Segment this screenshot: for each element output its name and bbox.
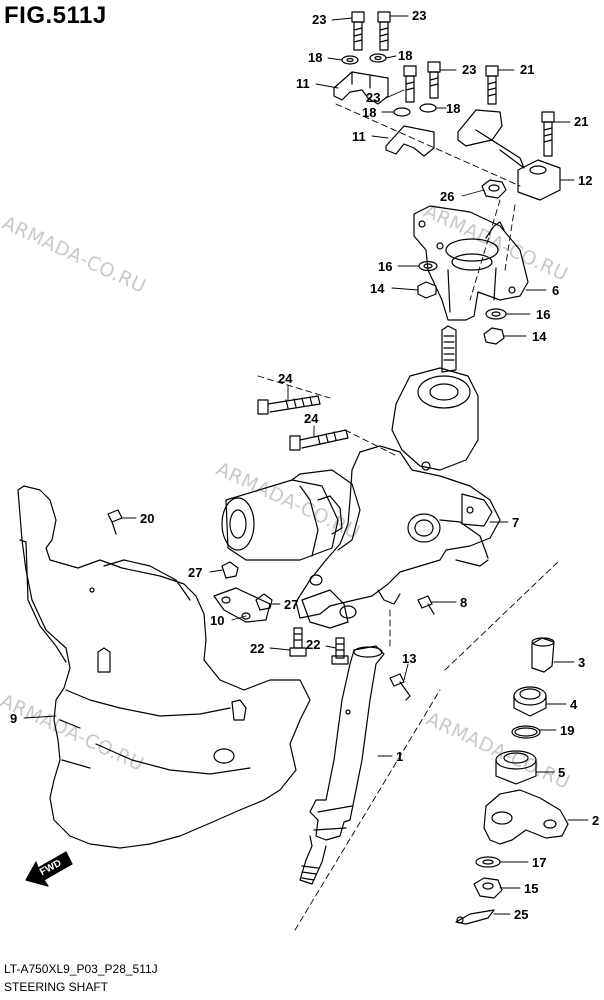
callout-3: 3 (578, 655, 585, 670)
figure-code: LT-A750XL9_P03_P28_511J (4, 962, 158, 976)
callout-21: 21 (574, 114, 588, 129)
bolt-23-top-right (377, 11, 391, 51)
callout-6: 6 (552, 283, 559, 298)
fwd-arrow-icon (25, 851, 73, 887)
callout-25: 25 (514, 907, 528, 922)
callout-16: 16 (536, 307, 550, 322)
callout-12: 12 (578, 173, 592, 188)
callout-9: 9 (10, 711, 17, 726)
callout-26: 26 (440, 189, 454, 204)
bolt-23-top-left (351, 11, 365, 51)
figure-caption: STEERING SHAFT (4, 980, 109, 994)
callout-19: 19 (560, 723, 574, 738)
callout-14: 14 (370, 281, 385, 296)
callout-22: 22 (306, 637, 320, 652)
callout-23: 23 (462, 62, 476, 77)
callout-24: 24 (278, 371, 293, 386)
callout-1: 1 (396, 749, 403, 764)
callout-22: 22 (250, 641, 264, 656)
callout-27: 27 (284, 597, 298, 612)
callout-10: 10 (210, 613, 224, 628)
callout-17: 17 (532, 855, 546, 870)
callout-23: 23 (312, 12, 326, 27)
callout-8: 8 (460, 595, 467, 610)
callout-23: 23 (366, 90, 380, 105)
callout-20: 20 (140, 511, 154, 526)
callout-11: 11 (296, 76, 310, 91)
callout-21: 21 (520, 62, 534, 77)
callout-2: 2 (592, 813, 599, 828)
callout-15: 15 (524, 881, 538, 896)
callout-24: 24 (304, 411, 319, 426)
callout-18: 18 (362, 105, 376, 120)
callout-23: 23 (412, 8, 426, 23)
callout-13: 13 (402, 651, 416, 666)
callout-14: 14 (532, 329, 547, 344)
callout-18: 18 (308, 50, 322, 65)
callout-16: 16 (378, 259, 392, 274)
callout-4: 4 (570, 697, 578, 712)
callout-18: 18 (398, 48, 412, 63)
callout-5: 5 (558, 765, 565, 780)
callout-27: 27 (188, 565, 202, 580)
callout-11: 11 (352, 129, 366, 144)
callout-7: 7 (512, 515, 519, 530)
figure-title: FIG.511J (4, 2, 107, 29)
callout-18: 18 (446, 101, 460, 116)
